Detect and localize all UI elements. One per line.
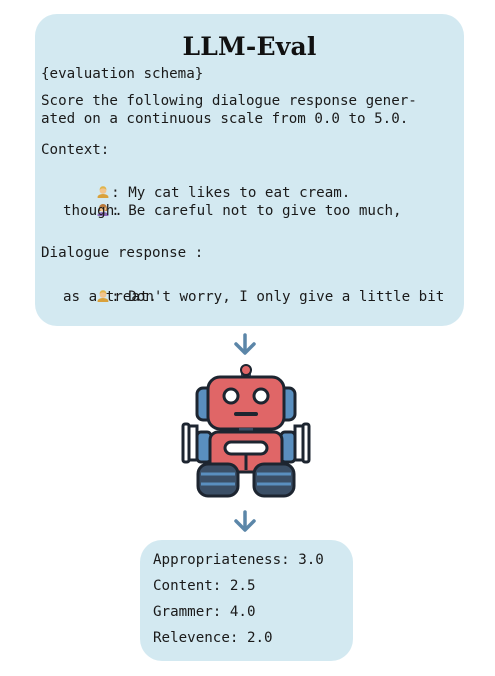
score-grammar: Grammer: 4.0 bbox=[153, 604, 256, 620]
score-appropriateness: Appropriateness: 3.0 bbox=[153, 552, 324, 568]
context-turn-1: : My cat likes to eat cream. bbox=[63, 166, 350, 220]
schema-label: {evaluation schema} bbox=[41, 66, 204, 82]
scores-card: Appropriateness: 3.0 Content: 2.5 Gramme… bbox=[140, 540, 353, 661]
arrow-down-icon bbox=[234, 510, 256, 532]
context-turn-2: : Be careful not to give too much, bbox=[63, 184, 402, 238]
response-label: Dialogue response : bbox=[41, 245, 204, 261]
score-relevance: Relevence: 2.0 bbox=[153, 630, 273, 646]
man-avatar-icon bbox=[97, 290, 109, 302]
score-content: Content: 2.5 bbox=[153, 578, 256, 594]
context-turn-2-cont: though. bbox=[63, 203, 123, 219]
arrow-down-icon bbox=[234, 333, 256, 355]
woman-avatar-icon bbox=[97, 204, 109, 216]
response-line-2: as a treat. bbox=[63, 289, 157, 305]
diagram-title: LLM-Eval bbox=[182, 32, 317, 61]
context-label: Context: bbox=[41, 142, 110, 158]
robot-icon bbox=[181, 364, 311, 498]
context-turn-2-text: : Be careful not to give too much, bbox=[111, 203, 402, 219]
instruction-line-1: Score the following dialogue response ge… bbox=[41, 93, 417, 109]
man-avatar-icon bbox=[97, 186, 109, 198]
response-line-1: : Don't worry, I only give a little bit bbox=[63, 270, 444, 324]
response-line-1-text: : Don't worry, I only give a little bit bbox=[111, 289, 445, 305]
context-turn-1-text: : My cat likes to eat cream. bbox=[111, 185, 351, 201]
instruction-line-2: ated on a continuous scale from 0.0 to 5… bbox=[41, 111, 409, 127]
prompt-card: LLM-Eval {evaluation schema} Score the f… bbox=[35, 14, 464, 326]
